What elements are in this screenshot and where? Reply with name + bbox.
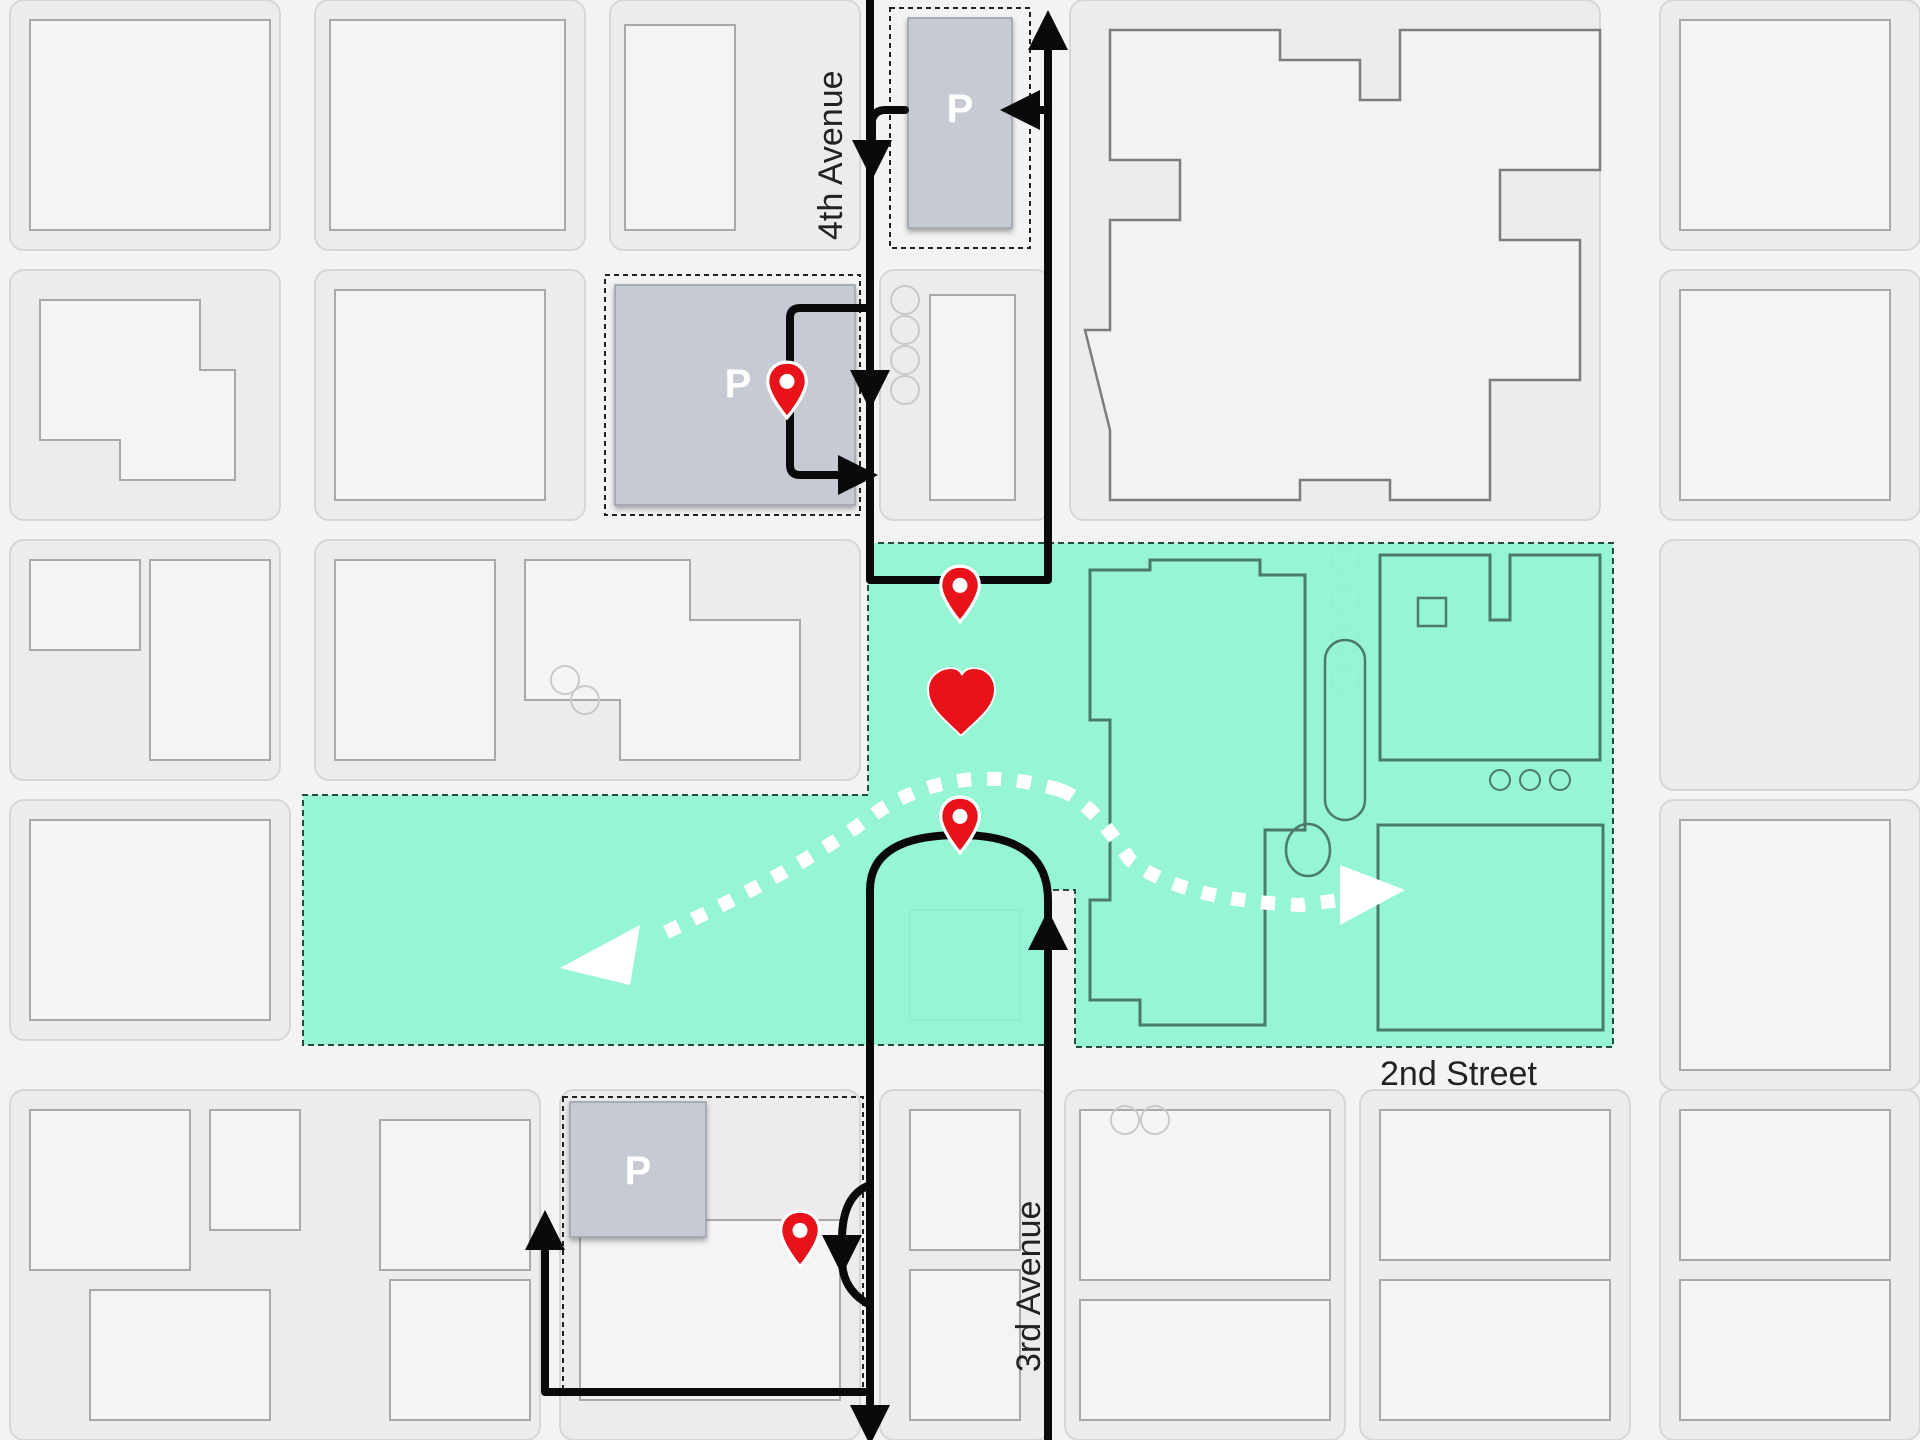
heart-icon xyxy=(926,666,997,736)
route-parking-south-west xyxy=(525,1210,874,1396)
buildings xyxy=(29,19,1891,1421)
route-parking-south-exit xyxy=(838,1256,874,1309)
route-from-parking-north xyxy=(852,106,909,180)
vehicle-routes xyxy=(525,0,1068,1440)
street-label-2nd-street: 2nd Street xyxy=(1380,1055,1537,1093)
plaza-area xyxy=(302,542,1614,1048)
parking-area-south: P xyxy=(562,1096,864,1390)
walk-arrow-east-head xyxy=(1340,865,1405,925)
walk-arrows xyxy=(560,771,1405,985)
parking-area-middle: P xyxy=(604,274,861,516)
parking-icon: P xyxy=(725,362,752,406)
street-label-3rd-avenue: 3rd Avenue xyxy=(1010,1201,1048,1372)
route-into-parking-south xyxy=(822,1181,874,1275)
parking-icon: P xyxy=(625,1149,652,1193)
parking-icon: P xyxy=(947,87,974,131)
walk-arrow-west xyxy=(657,771,1063,942)
street-label-4th-avenue: 4th Avenue xyxy=(812,70,850,240)
walk-arrow-west-head xyxy=(560,925,640,985)
parking-area-north: P xyxy=(889,7,1031,249)
